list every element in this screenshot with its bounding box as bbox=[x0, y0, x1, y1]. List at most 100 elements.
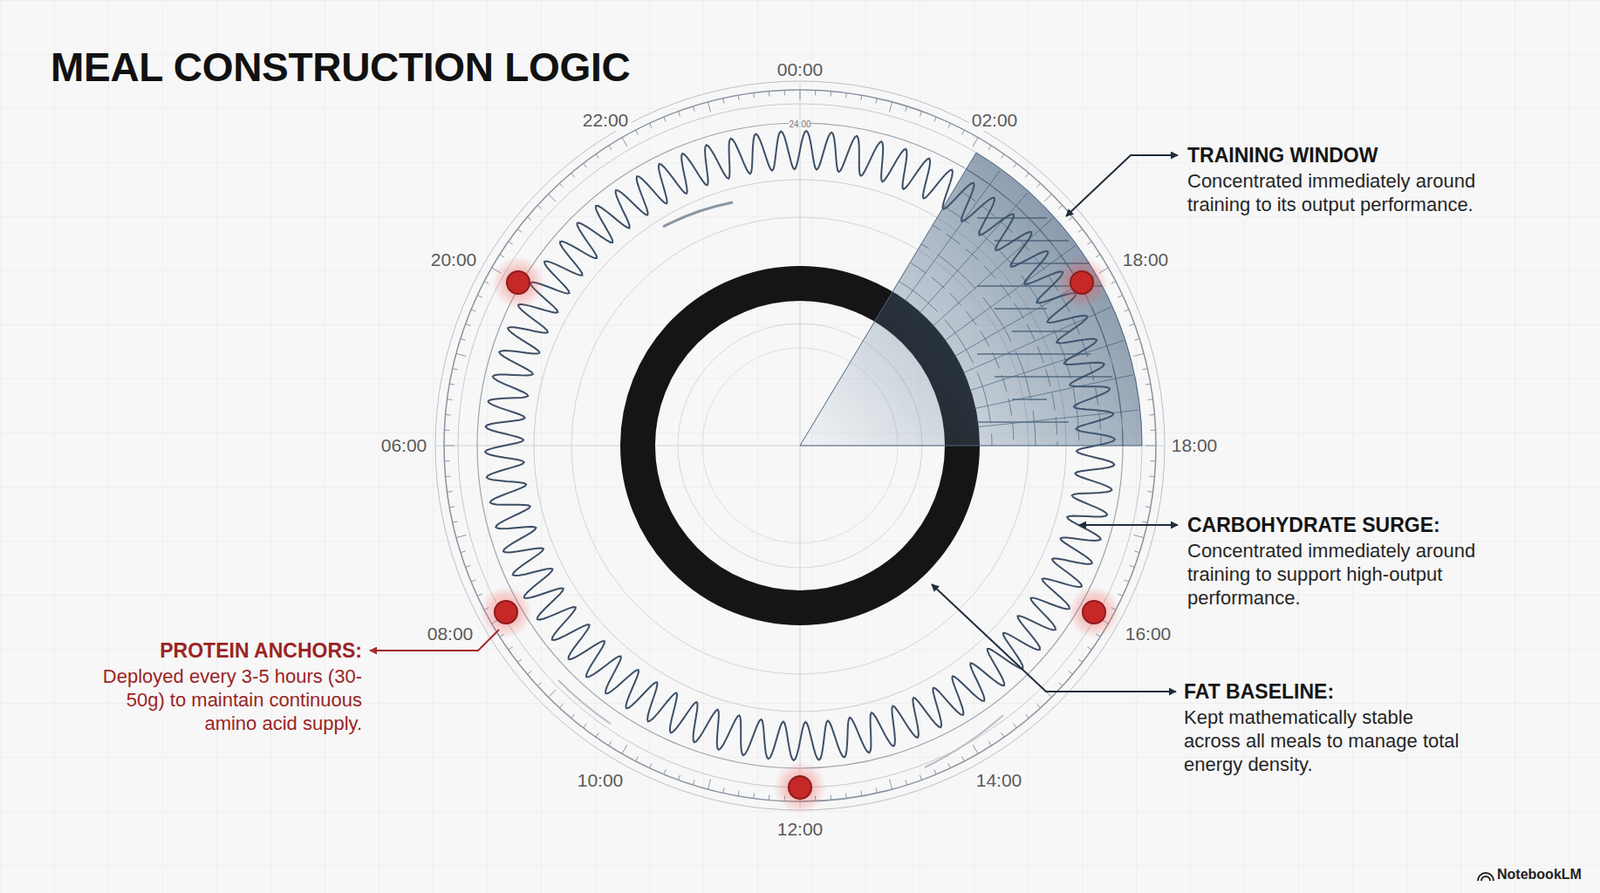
tick-mark bbox=[559, 704, 563, 708]
tick-mark bbox=[635, 757, 639, 762]
scale-mark: 24:00 bbox=[788, 119, 811, 130]
tick-mark bbox=[814, 89, 816, 96]
tick-mark bbox=[445, 414, 452, 417]
tick-mark bbox=[1141, 369, 1148, 370]
tick-mark bbox=[595, 154, 599, 159]
tick-mark bbox=[861, 791, 862, 797]
tick-mark bbox=[477, 295, 482, 299]
wedge-arc bbox=[499, 144, 1101, 747]
tick-mark bbox=[1148, 398, 1154, 401]
wedge-arc bbox=[542, 188, 1058, 704]
tick-mark bbox=[1087, 241, 1092, 245]
tick-mark bbox=[526, 670, 532, 675]
tick-mark bbox=[1025, 714, 1029, 719]
tick-mark bbox=[1145, 383, 1151, 385]
tick-mark bbox=[444, 430, 450, 431]
tick-mark bbox=[752, 793, 755, 800]
tick-mark bbox=[537, 205, 541, 209]
tick-mark bbox=[446, 398, 452, 401]
tick-mark bbox=[499, 254, 505, 258]
tick-mark bbox=[692, 779, 695, 786]
tick-mark bbox=[1111, 281, 1116, 285]
tick-mark bbox=[888, 779, 892, 791]
tick-mark bbox=[1037, 704, 1041, 708]
wedge-ray bbox=[965, 340, 1124, 392]
clock-label: 14:00 bbox=[973, 770, 1026, 792]
tick-mark bbox=[508, 241, 513, 245]
wedge-arc bbox=[586, 232, 1014, 660]
callout: TRAINING WINDOWConcentrated immediately … bbox=[1187, 143, 1489, 217]
tick-mark bbox=[608, 741, 612, 746]
tick-mark bbox=[677, 111, 680, 117]
callout-body: Concentrated immediately around training… bbox=[1187, 539, 1537, 610]
tick-mark bbox=[988, 741, 992, 746]
tick-mark bbox=[649, 123, 653, 128]
tick-mark bbox=[1134, 353, 1145, 356]
tick-mark bbox=[484, 281, 489, 285]
tick-mark bbox=[608, 145, 612, 151]
tick-mark bbox=[663, 769, 666, 775]
tick-mark bbox=[905, 106, 908, 112]
wedge-ray bbox=[902, 170, 1001, 305]
callout: PROTEIN ANCHORS:Deployed every 3-5 hours… bbox=[82, 638, 363, 736]
protein-dot bbox=[1082, 601, 1106, 624]
wedge-ray bbox=[941, 246, 1076, 344]
tick-mark bbox=[1134, 338, 1140, 341]
tick-mark bbox=[517, 659, 522, 664]
tick-mark bbox=[471, 580, 477, 582]
tick-mark bbox=[1058, 683, 1062, 687]
wedge-ray bbox=[973, 410, 1139, 428]
tick-mark bbox=[919, 111, 922, 117]
tick-mark bbox=[456, 353, 467, 356]
clock-label: 16:00 bbox=[1122, 623, 1175, 645]
wedge-trace bbox=[994, 376, 1113, 378]
tick-mark bbox=[477, 594, 482, 597]
tick-mark bbox=[738, 95, 739, 101]
clock-label: 18:00 bbox=[1120, 249, 1172, 271]
clock-label: 12:00 bbox=[774, 819, 827, 841]
tick-mark bbox=[1001, 154, 1005, 159]
protein-glow bbox=[1067, 586, 1121, 639]
protein-glow bbox=[1055, 256, 1108, 309]
wedge-arc bbox=[520, 166, 1080, 725]
tick-mark bbox=[526, 217, 532, 221]
clock-label: 22:00 bbox=[580, 109, 632, 131]
tick-mark bbox=[1123, 580, 1129, 582]
wedge-ray bbox=[916, 192, 1028, 316]
wedge-ray bbox=[970, 375, 1134, 411]
tick-mark bbox=[784, 89, 786, 96]
tick-mark bbox=[800, 89, 801, 101]
clock-label: 06:00 bbox=[378, 435, 431, 457]
wedge-trace bbox=[977, 217, 1047, 219]
tick-mark bbox=[905, 779, 908, 786]
tick-mark bbox=[677, 775, 680, 781]
callout-heading: FAT BASELINE: bbox=[1183, 679, 1472, 705]
tick-mark bbox=[723, 787, 725, 794]
callout-heading: CARBOHYDRATE SURGE: bbox=[1187, 512, 1537, 538]
tick-mark bbox=[948, 123, 951, 128]
tick-mark bbox=[1148, 491, 1154, 493]
tick-mark bbox=[768, 91, 771, 97]
wedge-arc bbox=[477, 123, 1123, 769]
tick-mark bbox=[1129, 323, 1136, 326]
tick-mark bbox=[1037, 183, 1041, 187]
tick-mark bbox=[1013, 724, 1018, 729]
tick-mark bbox=[1129, 565, 1136, 568]
tick-mark bbox=[1068, 217, 1074, 221]
callout-body: Concentrated immediately around training… bbox=[1187, 169, 1489, 217]
callout-body: Deployed every 3-5 hours (30-50g) to mai… bbox=[82, 664, 363, 736]
tick-mark bbox=[707, 779, 711, 791]
clock-label: 10:00 bbox=[574, 770, 627, 792]
tick-mark bbox=[768, 794, 771, 800]
protein-dot bbox=[494, 601, 518, 624]
tick-mark bbox=[452, 521, 459, 523]
tick-mark bbox=[830, 91, 833, 97]
tick-mark bbox=[548, 194, 556, 202]
wedge-ray bbox=[929, 218, 1053, 329]
tick-mark bbox=[1001, 732, 1005, 738]
tick-mark bbox=[1150, 460, 1156, 462]
tick-mark bbox=[962, 129, 965, 135]
tick-mark bbox=[1078, 229, 1083, 233]
tick-mark bbox=[445, 476, 452, 479]
clock-label: 18:00 bbox=[1169, 435, 1221, 457]
